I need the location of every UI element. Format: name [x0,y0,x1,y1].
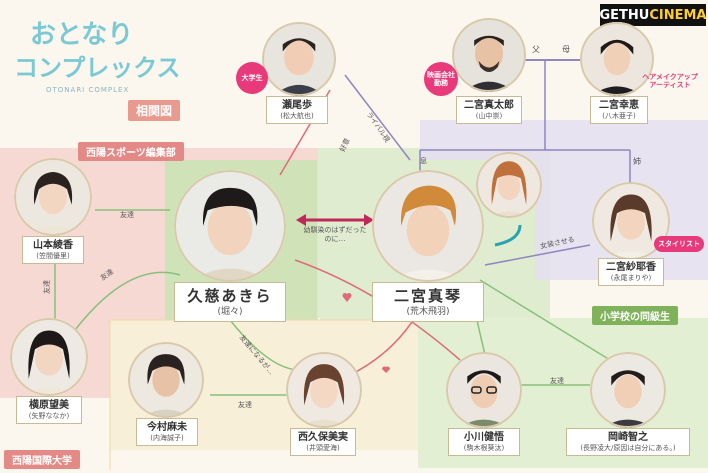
card-ogawa: 小川健悟 (駒木根葵汰) [448,428,520,456]
name-okazaki: 岡崎智之 [608,432,648,443]
watermark-text2: CINEMA [649,7,707,23]
group-label-university: 西陽国際大学 [4,450,80,469]
card-nishikubo: 西久保美実 (井頭愛海) [290,428,356,456]
card-shintaro: 二宮真太郎 (山中崇) [456,96,522,124]
label-mother: 母 [562,45,570,54]
title-sub: OTONARI COMPLEX [46,86,130,94]
name-shintaro: 二宮真太郎 [464,100,514,111]
rel-child: 息 [420,157,427,165]
actor-akira: (堀々) [217,307,243,317]
title-line2: コンプレックス [14,54,181,82]
label-sister: 姉 [633,157,641,166]
avatar-seo [262,22,336,96]
avatar-nishikubo [286,352,362,428]
avatar-sachie [580,22,654,96]
name-akira: 久慈あきら [187,287,273,305]
card-sayaka: 二宮紗耶香 (永尾まりや) [598,258,664,286]
avatar-shintaro [452,18,526,92]
rel-friend-1: 友達 [120,211,134,219]
name-ogawa: 小川健悟 [464,432,504,443]
tag-student: 大学生 [236,62,268,94]
card-seo: 瀬尾歩 (松大航也) [266,96,328,124]
title-line1: おとなり [30,20,134,50]
avatar-yamamoto [14,158,92,236]
avatar-yokohara [10,318,88,396]
card-makoto: 二宮真琴 (荒木飛羽) [372,282,484,322]
card-imamura: 今村麻未 (内海誠子) [136,418,198,446]
actor-yamamoto: (笠間優里) [36,252,70,260]
watermark-logo: GETHU CINEMA [599,4,707,26]
rel-friend-5: 友達 [550,377,564,385]
actor-nishikubo: (井頭愛海) [306,444,340,452]
tag-stylist: スタイリスト [654,236,704,252]
name-seo: 瀬尾歩 [282,100,312,111]
avatar-ogawa [446,352,522,428]
avatar-makoto [372,170,484,282]
name-imamura: 今村麻未 [147,422,187,433]
actor-ogawa: (駒木根葵汰) [463,444,505,452]
title-badge: 相関図 [128,100,181,121]
group-label-sports: 西陽スポーツ編集部 [78,142,184,161]
avatar-akira [174,170,286,282]
name-nishikubo: 西久保美実 [298,432,348,443]
rel-friend-4: 友達 [238,401,252,409]
rel-childhood: 幼馴染のはずだったのに… [303,226,367,243]
card-yokohara: 横原望美 (矢野ななか) [16,396,82,424]
actor-imamura: (内海誠子) [150,434,184,442]
name-sachie: 二宮幸恵 [599,100,639,111]
card-okazaki: 岡崎智之 (長野凌大/原因は自分にある。) [566,428,690,456]
avatar-imamura [128,342,204,418]
actor-sachie: (八木亜子) [602,112,636,120]
tag-hair: ヘアメイクアップアーティスト [642,73,698,89]
group-label-classmates: 小学校の同級生 [592,306,678,325]
actor-makoto: (荒木飛羽) [406,307,450,317]
actor-seo: (松大航也) [280,112,314,120]
name-makoto: 二宮真琴 [393,287,462,305]
name-sayaka: 二宮紗耶香 [606,262,656,273]
card-sachie: 二宮幸恵 (八木亜子) [590,96,648,124]
avatar-makoto-dressed [476,152,542,218]
name-yamamoto: 山本綾香 [33,240,73,251]
actor-okazaki: (長野凌大/原因は自分にある。) [580,444,676,452]
tag-film: 映画会社勤務 [424,62,458,96]
rel-friend-2: 友達 [43,280,51,294]
actor-yokohara: (矢野ななか) [28,412,70,420]
actor-sayaka: (永尾まりや) [610,274,652,282]
avatar-okazaki [590,352,666,428]
card-akira: 久慈あきら (堀々) [174,282,286,322]
label-father: 父 [532,45,540,54]
watermark-text1: GETHU [599,7,650,23]
actor-shintaro: (山中崇) [475,112,503,120]
card-yamamoto: 山本綾香 (笠間優里) [22,236,84,264]
name-yokohara: 横原望美 [29,400,69,411]
